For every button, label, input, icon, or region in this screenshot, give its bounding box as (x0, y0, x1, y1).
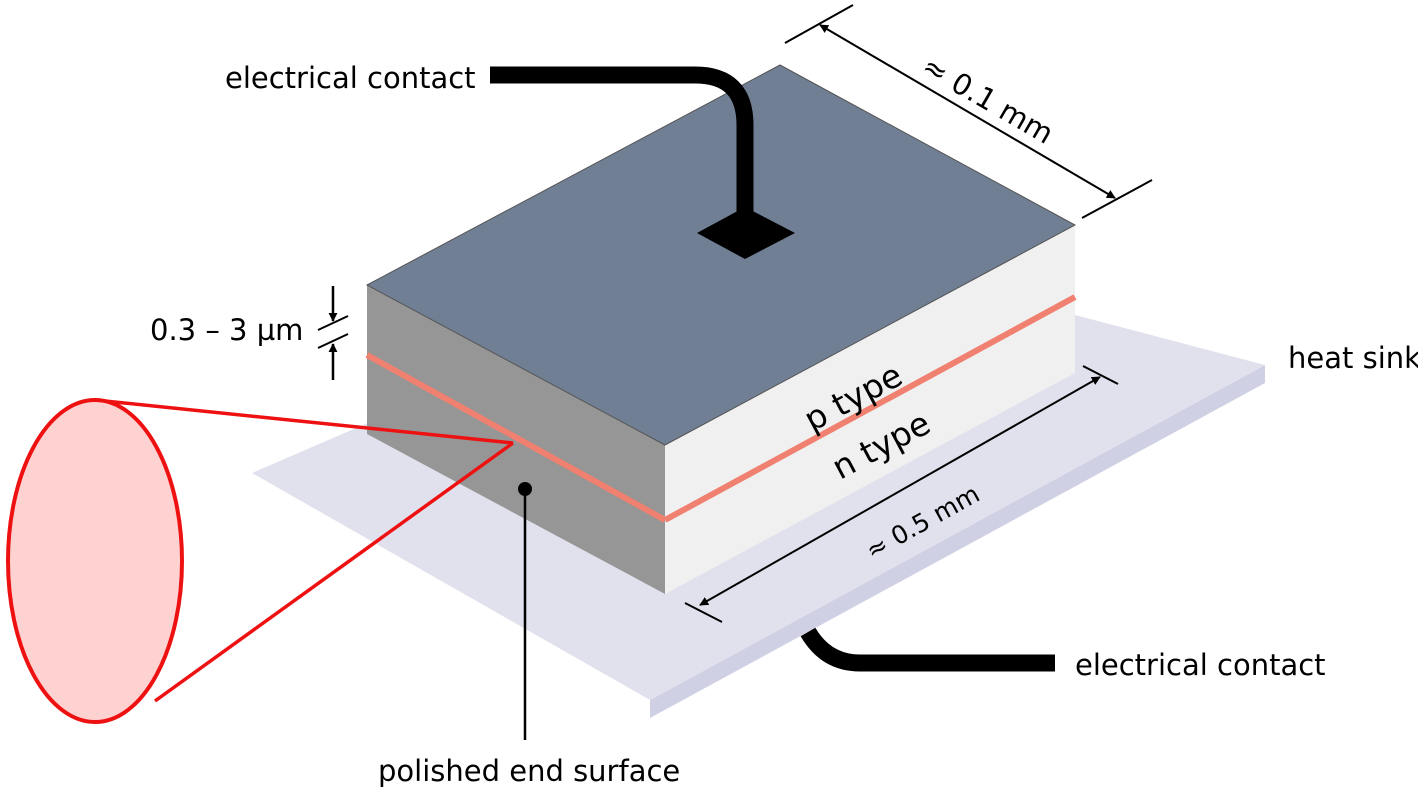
junction-front (365, 352, 667, 523)
label-contact-bottom: electrical contact (1075, 648, 1326, 682)
beam-edge-bottom (153, 441, 515, 703)
label-polished-end: polished end surface (378, 754, 680, 788)
label-width: ≈ 0.1 mm (917, 49, 1060, 151)
label-thickness: 0.3 – 3 µm (150, 313, 303, 347)
label-heat-sink: heat sink (1288, 341, 1418, 375)
beam-spot (6, 398, 184, 724)
beam-edge-top (94, 398, 514, 445)
width-arrow (819, 24, 1116, 199)
laser-beam (6, 398, 515, 724)
length-arrow (699, 376, 1101, 606)
length-dimension (684, 365, 1119, 623)
label-contact-top: electrical contact (225, 61, 476, 95)
top-contact-pad (697, 207, 795, 259)
bottom-contact-wire (800, 627, 1055, 672)
top-contact-wire (490, 66, 754, 212)
thickness-dimension (317, 286, 349, 380)
width-dimension (784, 4, 1153, 219)
